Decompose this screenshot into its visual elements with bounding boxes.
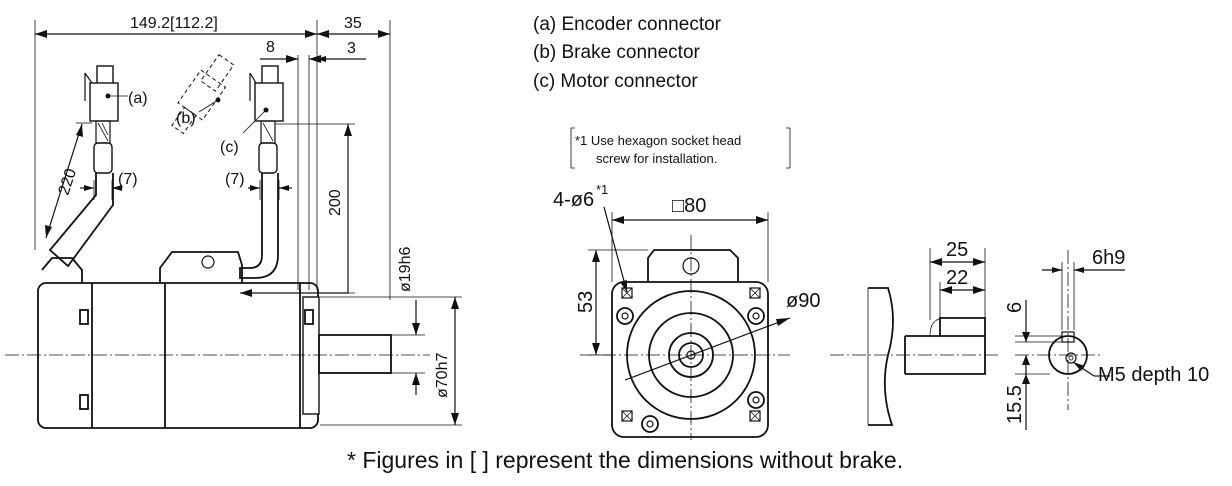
label-tapped-hole: M5 depth 10: [1098, 364, 1209, 386]
dim-key-width: 6h9: [1092, 247, 1125, 269]
dim-7-right: (7): [225, 171, 245, 188]
dim-35: 35: [344, 15, 362, 32]
side-view: 149.2[112.2] 35 8 3: [5, 15, 462, 429]
legend-brake-connector: (b) Brake connector: [533, 42, 701, 63]
dim-3: 3: [347, 40, 356, 57]
legend-encoder-connector: (a) Encoder connector: [533, 14, 722, 35]
dim-200: 200: [327, 189, 344, 216]
flange-square: [611, 281, 769, 438]
shaft-end-detail: 25 22 6h9 6 15.5: [830, 239, 1209, 430]
label-c: (c): [220, 139, 239, 156]
dim-53: 53: [575, 291, 597, 313]
dim-6: 6: [1004, 302, 1026, 313]
front-view: □80 4-ø6 *1: [553, 182, 820, 440]
label-a: (a): [128, 90, 148, 107]
shaft: [318, 334, 392, 374]
dim-mounting-holes: 4-ø6: [553, 189, 594, 211]
dim-mounting-holes-ref: *1: [596, 182, 608, 197]
legend-motor-connector: (c) Motor connector: [533, 71, 698, 92]
dim-shaft-diameter: ø19h6: [397, 247, 414, 292]
dim-25: 25: [946, 239, 968, 261]
dim-7-left: (7): [118, 171, 138, 188]
dim-square-80: □80: [672, 195, 706, 217]
dim-total-length: 149.2[112.2]: [130, 15, 218, 32]
dim-15-5: 15.5: [1004, 385, 1026, 424]
footer-note: * Figures in [ ] represent the dimension…: [347, 447, 903, 473]
label-b: (b): [176, 110, 196, 127]
note-line-1: *1 Use hexagon socket head: [575, 133, 741, 148]
dim-220: 220: [56, 166, 80, 197]
dim-22: 22: [946, 267, 968, 289]
installation-note: *1 Use hexagon socket head screw for ins…: [570, 127, 791, 169]
note-line-2: screw for installation.: [596, 151, 717, 166]
connector-legend: (a) Encoder connector (b) Brake connecto…: [533, 14, 722, 92]
dim-8: 8: [266, 39, 275, 56]
dim-pcd-90: ø90: [786, 290, 820, 312]
dim-spigot-diameter: ø70h7: [434, 353, 451, 398]
